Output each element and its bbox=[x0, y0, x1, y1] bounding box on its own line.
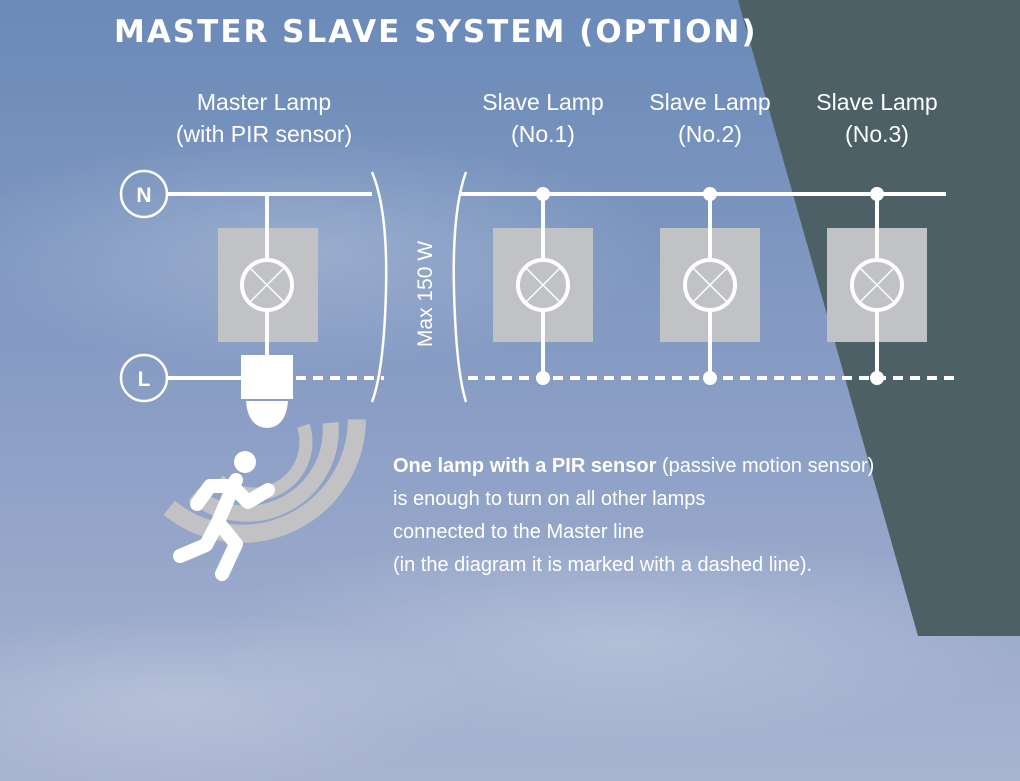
lamp-icon bbox=[516, 258, 570, 312]
lamp-icon bbox=[240, 258, 294, 312]
master-lamp-title: Master Lamp bbox=[196, 89, 332, 115]
slave-lamp-2 bbox=[660, 187, 760, 385]
neutral-badge: N bbox=[119, 169, 169, 219]
slave-lamp-2-label: Slave Lamp (No.2) bbox=[600, 86, 820, 150]
master-lamp-subtitle: (with PIR sensor) bbox=[175, 121, 353, 147]
lamp-icon bbox=[683, 258, 737, 312]
max-power-label: Max 150 W bbox=[414, 241, 437, 347]
description-line-1: One lamp with a PIR sensor (passive moti… bbox=[393, 450, 874, 483]
slave-lamp-3 bbox=[827, 187, 927, 385]
junction-dot bbox=[536, 371, 550, 385]
junction-dot bbox=[703, 187, 717, 201]
description-line-2: is enough to turn on all other lamps bbox=[393, 488, 706, 510]
slave-lamp-3-number: (No.3) bbox=[845, 121, 909, 147]
cloud bbox=[0, 610, 480, 781]
running-person-icon bbox=[173, 451, 275, 581]
junction-dot bbox=[703, 371, 717, 385]
slave-lamp-1-title: Slave Lamp bbox=[482, 89, 604, 115]
slave-lamp-3-label: Slave Lamp (No.3) bbox=[767, 86, 987, 150]
description-parenthetical: (passive motion sensor) bbox=[656, 455, 875, 477]
description-line-4: (in the diagram it is marked with a dash… bbox=[393, 554, 813, 576]
slave-lamp-3-title: Slave Lamp bbox=[816, 89, 938, 115]
motion-wave-icon bbox=[163, 419, 366, 543]
slave-lamp-1 bbox=[493, 187, 593, 385]
description-text: One lamp with a PIR sensor (passive moti… bbox=[393, 450, 874, 582]
neutral-label: N bbox=[136, 184, 151, 207]
live-label: L bbox=[138, 368, 151, 391]
slave-lamp-2-title: Slave Lamp bbox=[649, 89, 771, 115]
junction-dot bbox=[870, 187, 884, 201]
junction-dot bbox=[536, 187, 550, 201]
slave-lamp-2-number: (No.2) bbox=[678, 121, 742, 147]
description-line-3: connected to the Master line bbox=[393, 521, 645, 543]
slave-lamp-1-label: Slave Lamp (No.1) bbox=[433, 86, 653, 150]
master-lamp bbox=[218, 194, 318, 428]
lamp-icon bbox=[850, 258, 904, 312]
live-badge: L bbox=[119, 353, 169, 403]
pir-sensor-icon bbox=[241, 355, 293, 428]
page-title: MASTER SLAVE SYSTEM (OPTION) bbox=[114, 14, 758, 50]
slave-lamp-1-number: (No.1) bbox=[511, 121, 575, 147]
master-lamp-label: Master Lamp (with PIR sensor) bbox=[154, 86, 374, 150]
wire-break-curve-left bbox=[370, 171, 388, 403]
junction-dot bbox=[870, 371, 884, 385]
wire-break-curve-right bbox=[452, 171, 468, 403]
description-bold: One lamp with a PIR sensor bbox=[393, 455, 657, 477]
